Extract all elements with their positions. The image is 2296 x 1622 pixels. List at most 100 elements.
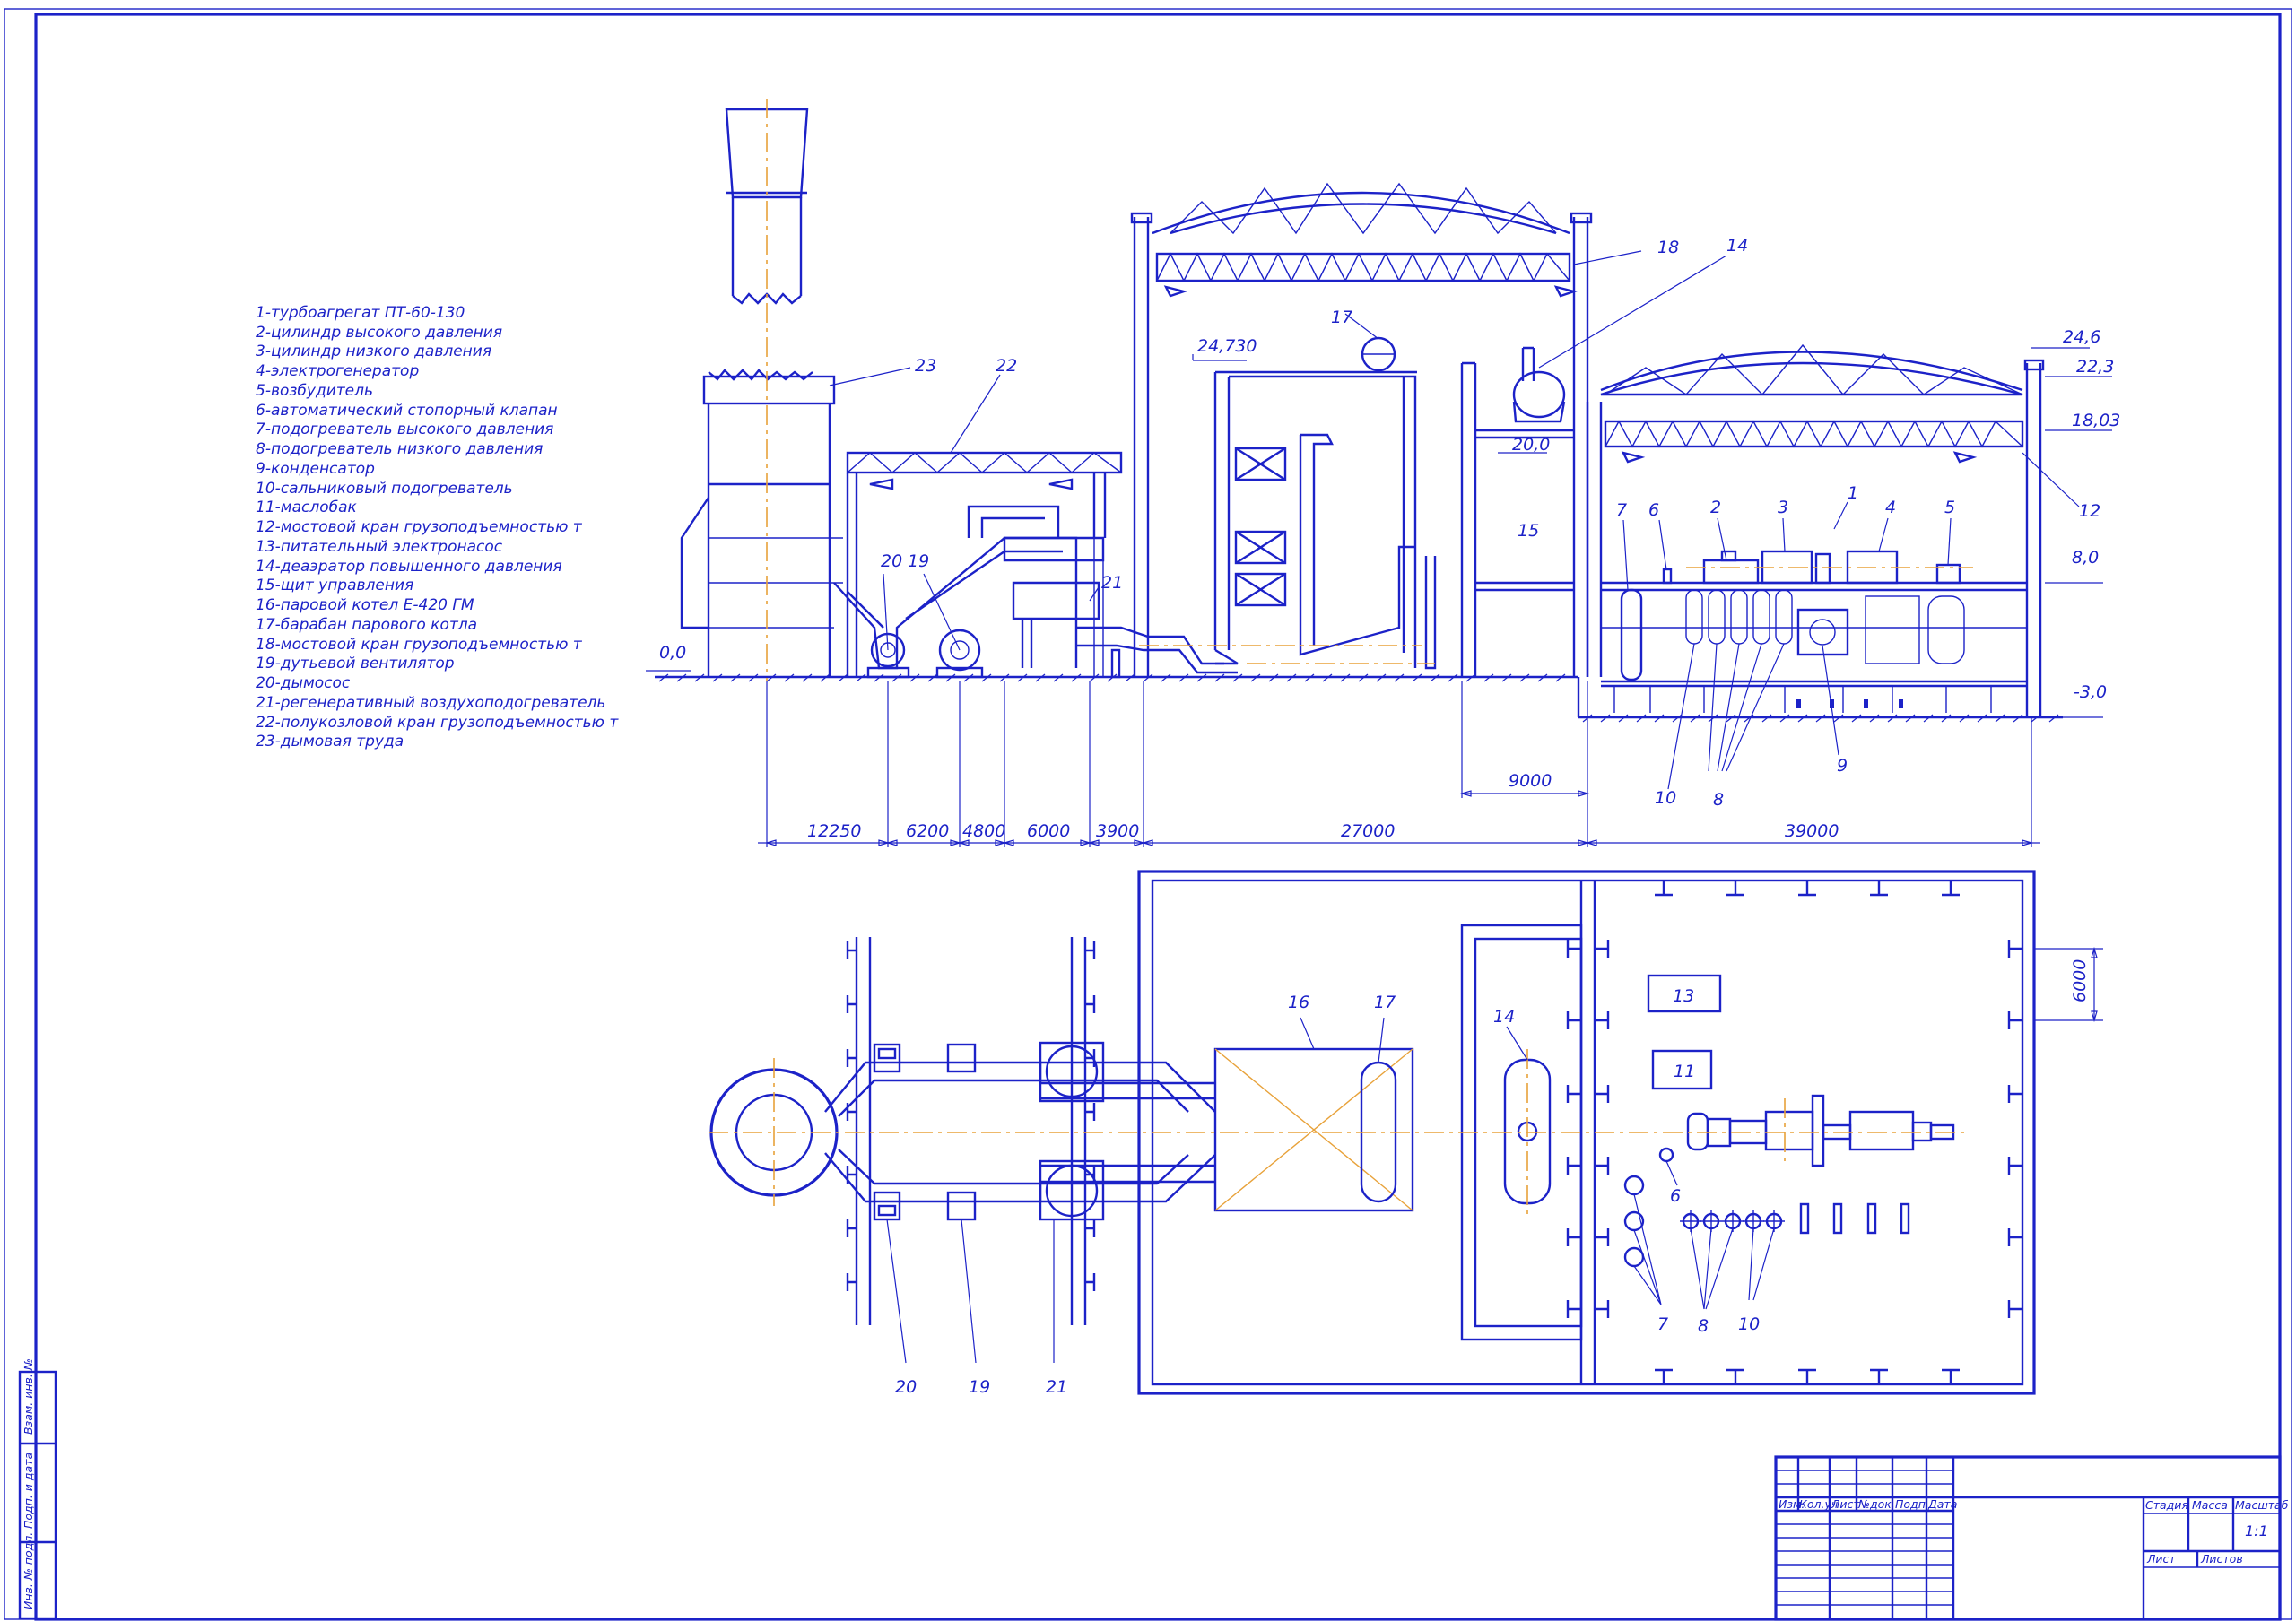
legend-item: 4-электрогенератор bbox=[256, 362, 419, 380]
gas-air-duct-group bbox=[833, 505, 1238, 679]
callout: 7 bbox=[1657, 1314, 1668, 1334]
sheet-frame bbox=[4, 8, 2292, 1621]
callout: 17 bbox=[1374, 993, 1396, 1012]
dimension-chain: 12250 6200 4800 6000 3900 27000 39000 90… bbox=[758, 681, 2040, 847]
legend-item: 5-возбудитель bbox=[256, 382, 373, 400]
tb-scale-value: 1:1 bbox=[2245, 1522, 2268, 1540]
plan-view: 6000 bbox=[709, 870, 2103, 1397]
dimension-label: 3900 bbox=[1096, 821, 1139, 841]
side-stamp-label: Взам. инв. № bbox=[22, 1358, 35, 1435]
burners bbox=[1234, 447, 1287, 607]
elevation-label: 18,03 bbox=[2072, 411, 2120, 430]
callout: 10 bbox=[1738, 1314, 1760, 1334]
legend-item: 11-маслобак bbox=[256, 499, 358, 516]
legend-item: 17-барабан парового котла bbox=[256, 616, 477, 634]
elevation-marks: 24,6 22,3 18,03 8,0 -3,0 0,0 bbox=[646, 327, 2120, 718]
dimension-label: 6000 bbox=[1027, 821, 1070, 841]
callout: 20 bbox=[895, 1377, 917, 1397]
legend: 1-турбоагрегат ПТ-60-130 2-цилиндр высок… bbox=[256, 304, 619, 750]
semi-gantry-crane bbox=[846, 451, 1123, 677]
elevation-label: 22,3 bbox=[2076, 357, 2114, 377]
tb-stadiya: Стадия bbox=[2145, 1498, 2188, 1512]
tb-list-col: Лист bbox=[1831, 1497, 1860, 1511]
tb-izm: Изм. bbox=[1779, 1497, 1805, 1511]
callout: 20 bbox=[881, 551, 902, 571]
gas-ducts-plan bbox=[709, 937, 1964, 1325]
boiler-house: 24,730 bbox=[1130, 182, 1593, 677]
tb-listov: Листов bbox=[2200, 1552, 2243, 1566]
dimension-label: 6200 bbox=[906, 821, 949, 841]
callout: 21 bbox=[1046, 1377, 1067, 1397]
callout: 2 bbox=[1710, 498, 1721, 517]
legend-item: 19-дутьевой вентилятор bbox=[256, 655, 455, 672]
dimension-label: 6000 bbox=[2070, 959, 2090, 1002]
heaters-plan bbox=[1680, 1210, 1785, 1232]
side-stamp-label: Инв. № подл. bbox=[22, 1532, 35, 1609]
callout: 8 bbox=[1713, 790, 1724, 810]
legend-item: 7-подогреватель высокого давления bbox=[256, 421, 553, 438]
callout: 3 bbox=[1778, 498, 1788, 517]
legend-item: 22-полукозловой кран грузоподъемностью т bbox=[256, 714, 619, 732]
legend-item: 12-мостовой кран грузоподъемностью т bbox=[256, 518, 583, 536]
callout: 17 bbox=[1331, 308, 1352, 327]
elevation-label: 0,0 bbox=[659, 643, 686, 663]
callout: 13 bbox=[1673, 986, 1694, 1006]
dimension-label: 12250 bbox=[807, 821, 861, 841]
callout: 14 bbox=[1493, 1007, 1515, 1027]
elevation-label: 24,6 bbox=[2063, 327, 2100, 347]
section-view: 24,730 bbox=[646, 99, 2120, 847]
legend-item: 23-дымовая труда bbox=[256, 733, 404, 750]
callout: 19 bbox=[908, 551, 929, 571]
callout: 10 bbox=[1655, 788, 1676, 808]
tb-ndok: №док. bbox=[1857, 1497, 1895, 1511]
callout: 6 bbox=[1648, 500, 1659, 520]
callout: 4 bbox=[1885, 498, 1896, 517]
legend-item: 9-конденсатор bbox=[256, 460, 375, 478]
callout: 19 bbox=[969, 1377, 990, 1397]
callout: 23 bbox=[915, 356, 936, 376]
elevation-label: -3,0 bbox=[2074, 682, 2107, 702]
callout: 18 bbox=[1657, 238, 1679, 257]
legend-item: 18-мостовой кран грузоподъемностью т bbox=[256, 636, 583, 654]
elevation-label: 8,0 bbox=[2072, 548, 2099, 568]
callout: 6 bbox=[1670, 1186, 1681, 1206]
deaerator-bay: 20,0 15 bbox=[1460, 346, 1574, 677]
side-stamp-label: Подп. и дата bbox=[22, 1453, 35, 1529]
callout: 1 bbox=[1848, 483, 1858, 503]
legend-item: 20-дымосос bbox=[256, 674, 351, 692]
callout: 7 bbox=[1616, 500, 1627, 520]
tb-revision-grid bbox=[1776, 1457, 1953, 1619]
tb-masshtab: Масштаб bbox=[2235, 1498, 2289, 1512]
tb-kolu: Кол.уч bbox=[1799, 1497, 1838, 1511]
legend-item: 6-автоматический стопорный клапан bbox=[256, 402, 558, 420]
tb-data: Дата bbox=[1927, 1497, 1957, 1511]
dimension-label: 4800 bbox=[962, 821, 1005, 841]
callout: 9 bbox=[1837, 756, 1848, 776]
chimney bbox=[680, 99, 843, 681]
dimension-label: 39000 bbox=[1785, 821, 1839, 841]
callout: 15 bbox=[1518, 521, 1539, 541]
callout: 12 bbox=[2079, 501, 2100, 521]
elevation-label: 20,0 bbox=[1512, 435, 1550, 455]
dimension-label: 9000 bbox=[1509, 771, 1552, 791]
legend-item: 14-деаэратор повышенного давления bbox=[256, 558, 562, 576]
dimension-label: 27000 bbox=[1341, 821, 1395, 841]
side-stamp: Инв. № подл. Подп. и дата Взам. инв. № bbox=[18, 1358, 57, 1620]
legend-item: 16-паровой котел Е-420 ГМ bbox=[256, 596, 474, 614]
callout: 16 bbox=[1288, 993, 1309, 1012]
legend-item: 2-цилиндр высокого давления bbox=[256, 324, 502, 342]
tb-podp: Подп. bbox=[1895, 1497, 1929, 1511]
tb-list: Лист bbox=[2146, 1552, 2176, 1566]
elevation-label: 24,730 bbox=[1197, 336, 1257, 356]
tb-massa: Масса bbox=[2192, 1498, 2228, 1512]
callout: 11 bbox=[1674, 1062, 1695, 1081]
legend-item: 10-сальниковый подогреватель bbox=[256, 480, 513, 498]
callout: 8 bbox=[1698, 1316, 1709, 1336]
turbine-hall bbox=[1586, 343, 2045, 717]
legend-item: 15-щит управления bbox=[256, 577, 413, 594]
section-callouts: 23 22 20 19 21 17 18 14 12 7 6 2 3 bbox=[829, 236, 2100, 810]
callout: 14 bbox=[1726, 236, 1748, 256]
callout: 22 bbox=[996, 356, 1017, 376]
legend-item: 3-цилиндр низкого давления bbox=[256, 343, 491, 360]
